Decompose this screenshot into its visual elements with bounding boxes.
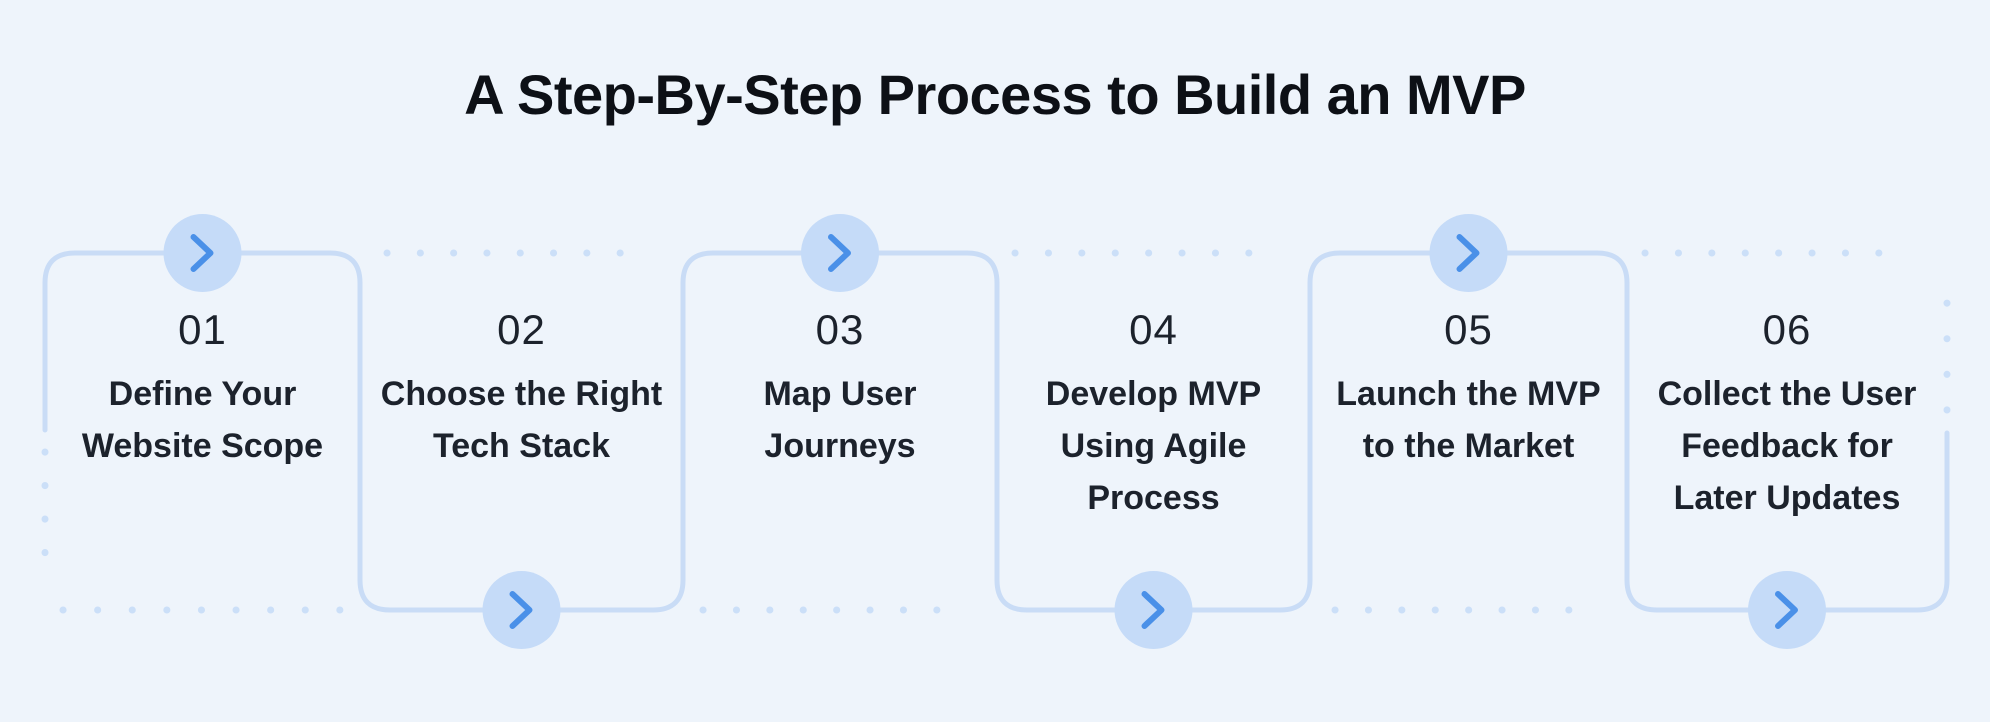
step-5-connector [1429,214,1508,292]
step-number: 05 [1444,306,1493,353]
step-card-6: 06 Collect the User Feedback for Later U… [1627,253,1947,610]
step-card-4: 04 Develop MVP Using Agile Process [997,253,1310,610]
step-card-2: 02 Choose the Right Tech Stack [360,253,683,610]
step-4-connector [1114,571,1193,649]
connector-circle [801,214,879,292]
page-title: A Step-By-Step Process to Build an MVP [464,63,1526,126]
step-3-connector [801,214,879,292]
connector-circle [1748,571,1826,649]
step-number: 04 [1129,306,1178,353]
connector-circle [1429,214,1508,292]
step-6-connector [1748,571,1826,649]
chevron-right-icon [828,234,851,272]
step-title: Collect the User Feedback for Later Upda… [1657,375,1917,517]
step-card-1: 01 Define Your Website Scope [45,253,360,610]
step-card-3: 03 Map User Journeys [683,253,997,610]
step-title: Launch the MVP to the Market [1336,375,1601,465]
step-1-connector [163,214,242,292]
connector-circle [163,214,242,292]
step-card-5: 05 Launch the MVP to the Market [1310,253,1627,610]
step-number: 06 [1762,306,1812,353]
step-title: Define Your Website Scope [81,375,324,465]
step-number: 02 [497,306,546,353]
step-number: 01 [178,306,227,353]
chevron-right-icon [190,234,214,272]
chevron-right-icon [1141,591,1165,629]
step-2-connector [482,571,561,649]
chevron-right-icon [1456,234,1480,272]
chevron-right-icon [509,591,533,629]
connector-circle [1114,571,1193,649]
connector-circle [482,571,561,649]
serpentine-connector-line [42,250,1950,613]
step-title: Develop MVP Using Agile Process [1045,375,1262,517]
step-number: 03 [815,306,865,353]
chevron-right-icon [1775,591,1798,629]
step-title: Choose the Right Tech Stack [380,375,663,465]
step-title: Map User Journeys [763,375,917,465]
